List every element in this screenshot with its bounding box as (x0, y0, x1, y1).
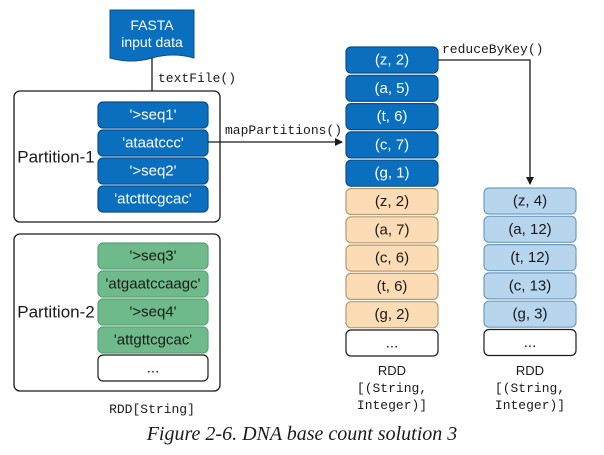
middle-rdd-item-box (345, 216, 439, 244)
reduce-by-key-arrow (438, 59, 534, 185)
partition-2-item-box (97, 298, 209, 326)
partition-1-item-text: 'ataatccc' (122, 135, 184, 152)
figure-caption: Figure 2-6. DNA base count solution 3 (146, 423, 458, 445)
partition-2-item-box (97, 326, 209, 354)
middle-rdd-item-box (345, 244, 439, 272)
right-rdd-label-line1: RDD (516, 363, 544, 378)
middle-rdd-label-line1: RDD (378, 363, 406, 378)
rdd-string-label: RDD[String] (109, 402, 195, 417)
middle-rdd-item-text: ... (386, 335, 399, 352)
right-rdd-item-box (483, 300, 577, 328)
middle-rdd-items: (z, 2) (a, 5) (t, 6) (c, 7) (g, 1) (z, 2) (a, … (345, 46, 439, 357)
middle-rdd-item-text: (c, 6) (375, 250, 409, 267)
middle-rdd-label-line3: Integer)] (357, 398, 427, 413)
fasta-label-line1: FASTA (130, 17, 174, 33)
right-rdd-item-text: ... (524, 334, 537, 351)
text-file-label: textFile() (158, 71, 236, 86)
middle-rdd-item-box (345, 102, 439, 131)
partition-1-item-text: '>seq1' (129, 107, 176, 124)
middle-rdd-item-box (345, 329, 439, 357)
right-rdd-label-line3: Integer)] (495, 398, 565, 413)
partition-2-item-box (97, 354, 209, 382)
right-rdd-item-text: (z, 4) (513, 193, 547, 210)
middle-rdd-item-text: (a, 7) (374, 221, 409, 238)
partition-1-item-box (97, 129, 209, 157)
partition-2-item-box (97, 242, 209, 270)
right-rdd-item-text: (a, 12) (508, 221, 551, 238)
middle-rdd-item-box (345, 187, 439, 216)
middle-rdd-item-box (345, 131, 439, 159)
fasta-label-line2: input data (121, 34, 183, 50)
right-rdd-label-line2: [(String, (495, 381, 565, 396)
partition-2-item-text: '>seq4' (129, 304, 176, 321)
right-rdd-item-text: (c, 13) (509, 277, 552, 294)
partition-2-item-text: 'attgttcgcac' (114, 332, 192, 349)
middle-rdd-item-text: (g, 1) (374, 165, 409, 182)
reduce-by-key-label: reduceByKey() (442, 42, 543, 57)
middle-rdd-item-box (345, 301, 439, 329)
right-rdd-item-box (483, 215, 577, 243)
middle-rdd-item-box (345, 74, 439, 102)
map-partitions-label: mapPartitions() (225, 123, 342, 138)
right-rdd-item-box (483, 244, 577, 272)
partition-2-item-text: '>seq3' (129, 248, 176, 265)
middle-rdd-item-box (345, 159, 439, 187)
middle-rdd-item-text: (a, 5) (374, 80, 409, 97)
partition-2-items: '>seq3' 'atgaatccaagc' '>seq4' 'attgttcgcac… (97, 242, 209, 382)
partition-1-item-box (97, 101, 209, 129)
middle-rdd-label-line2: [(String, (357, 381, 427, 396)
middle-rdd-item-text: (z, 2) (375, 52, 409, 69)
partition-2-item-text: ... (147, 360, 160, 377)
partition-1-item-text: '>seq2' (129, 163, 176, 180)
middle-rdd-item-text: (g, 2) (374, 306, 409, 323)
right-rdd-item-text: (g, 3) (512, 306, 547, 323)
right-rdd-item-text: (t, 12) (510, 249, 549, 266)
right-rdd-item-box (483, 187, 577, 215)
middle-rdd-item-text: (c, 7) (375, 136, 409, 153)
partition-1-item-box (97, 185, 209, 213)
partition-1-label: Partition-1 (17, 148, 94, 167)
middle-rdd-item-text: (t, 6) (377, 278, 408, 295)
fasta-input-document: FASTA input data (109, 9, 195, 62)
partition-2-label: Partition-2 (17, 303, 94, 322)
right-rdd-item-box (483, 328, 577, 357)
middle-rdd-item-text: (t, 6) (377, 108, 408, 125)
middle-rdd-item-box (345, 272, 439, 300)
partition-2-item-text: 'atgaatccaagc' (106, 276, 201, 293)
partition-1-items: '>seq1' 'ataatccc' '>seq2' 'atctttcgcac' (97, 101, 209, 213)
right-rdd-items: (z, 4) (a, 12) (t, 12) (c, 13) (g, 3)... (483, 187, 577, 357)
partition-1-item-text: 'atctttcgcac' (114, 191, 192, 208)
partition-2-item-box (97, 270, 209, 298)
right-rdd-item-box (483, 272, 577, 300)
partition-1-item-box (97, 157, 209, 185)
middle-rdd-item-text: (z, 2) (375, 193, 409, 210)
